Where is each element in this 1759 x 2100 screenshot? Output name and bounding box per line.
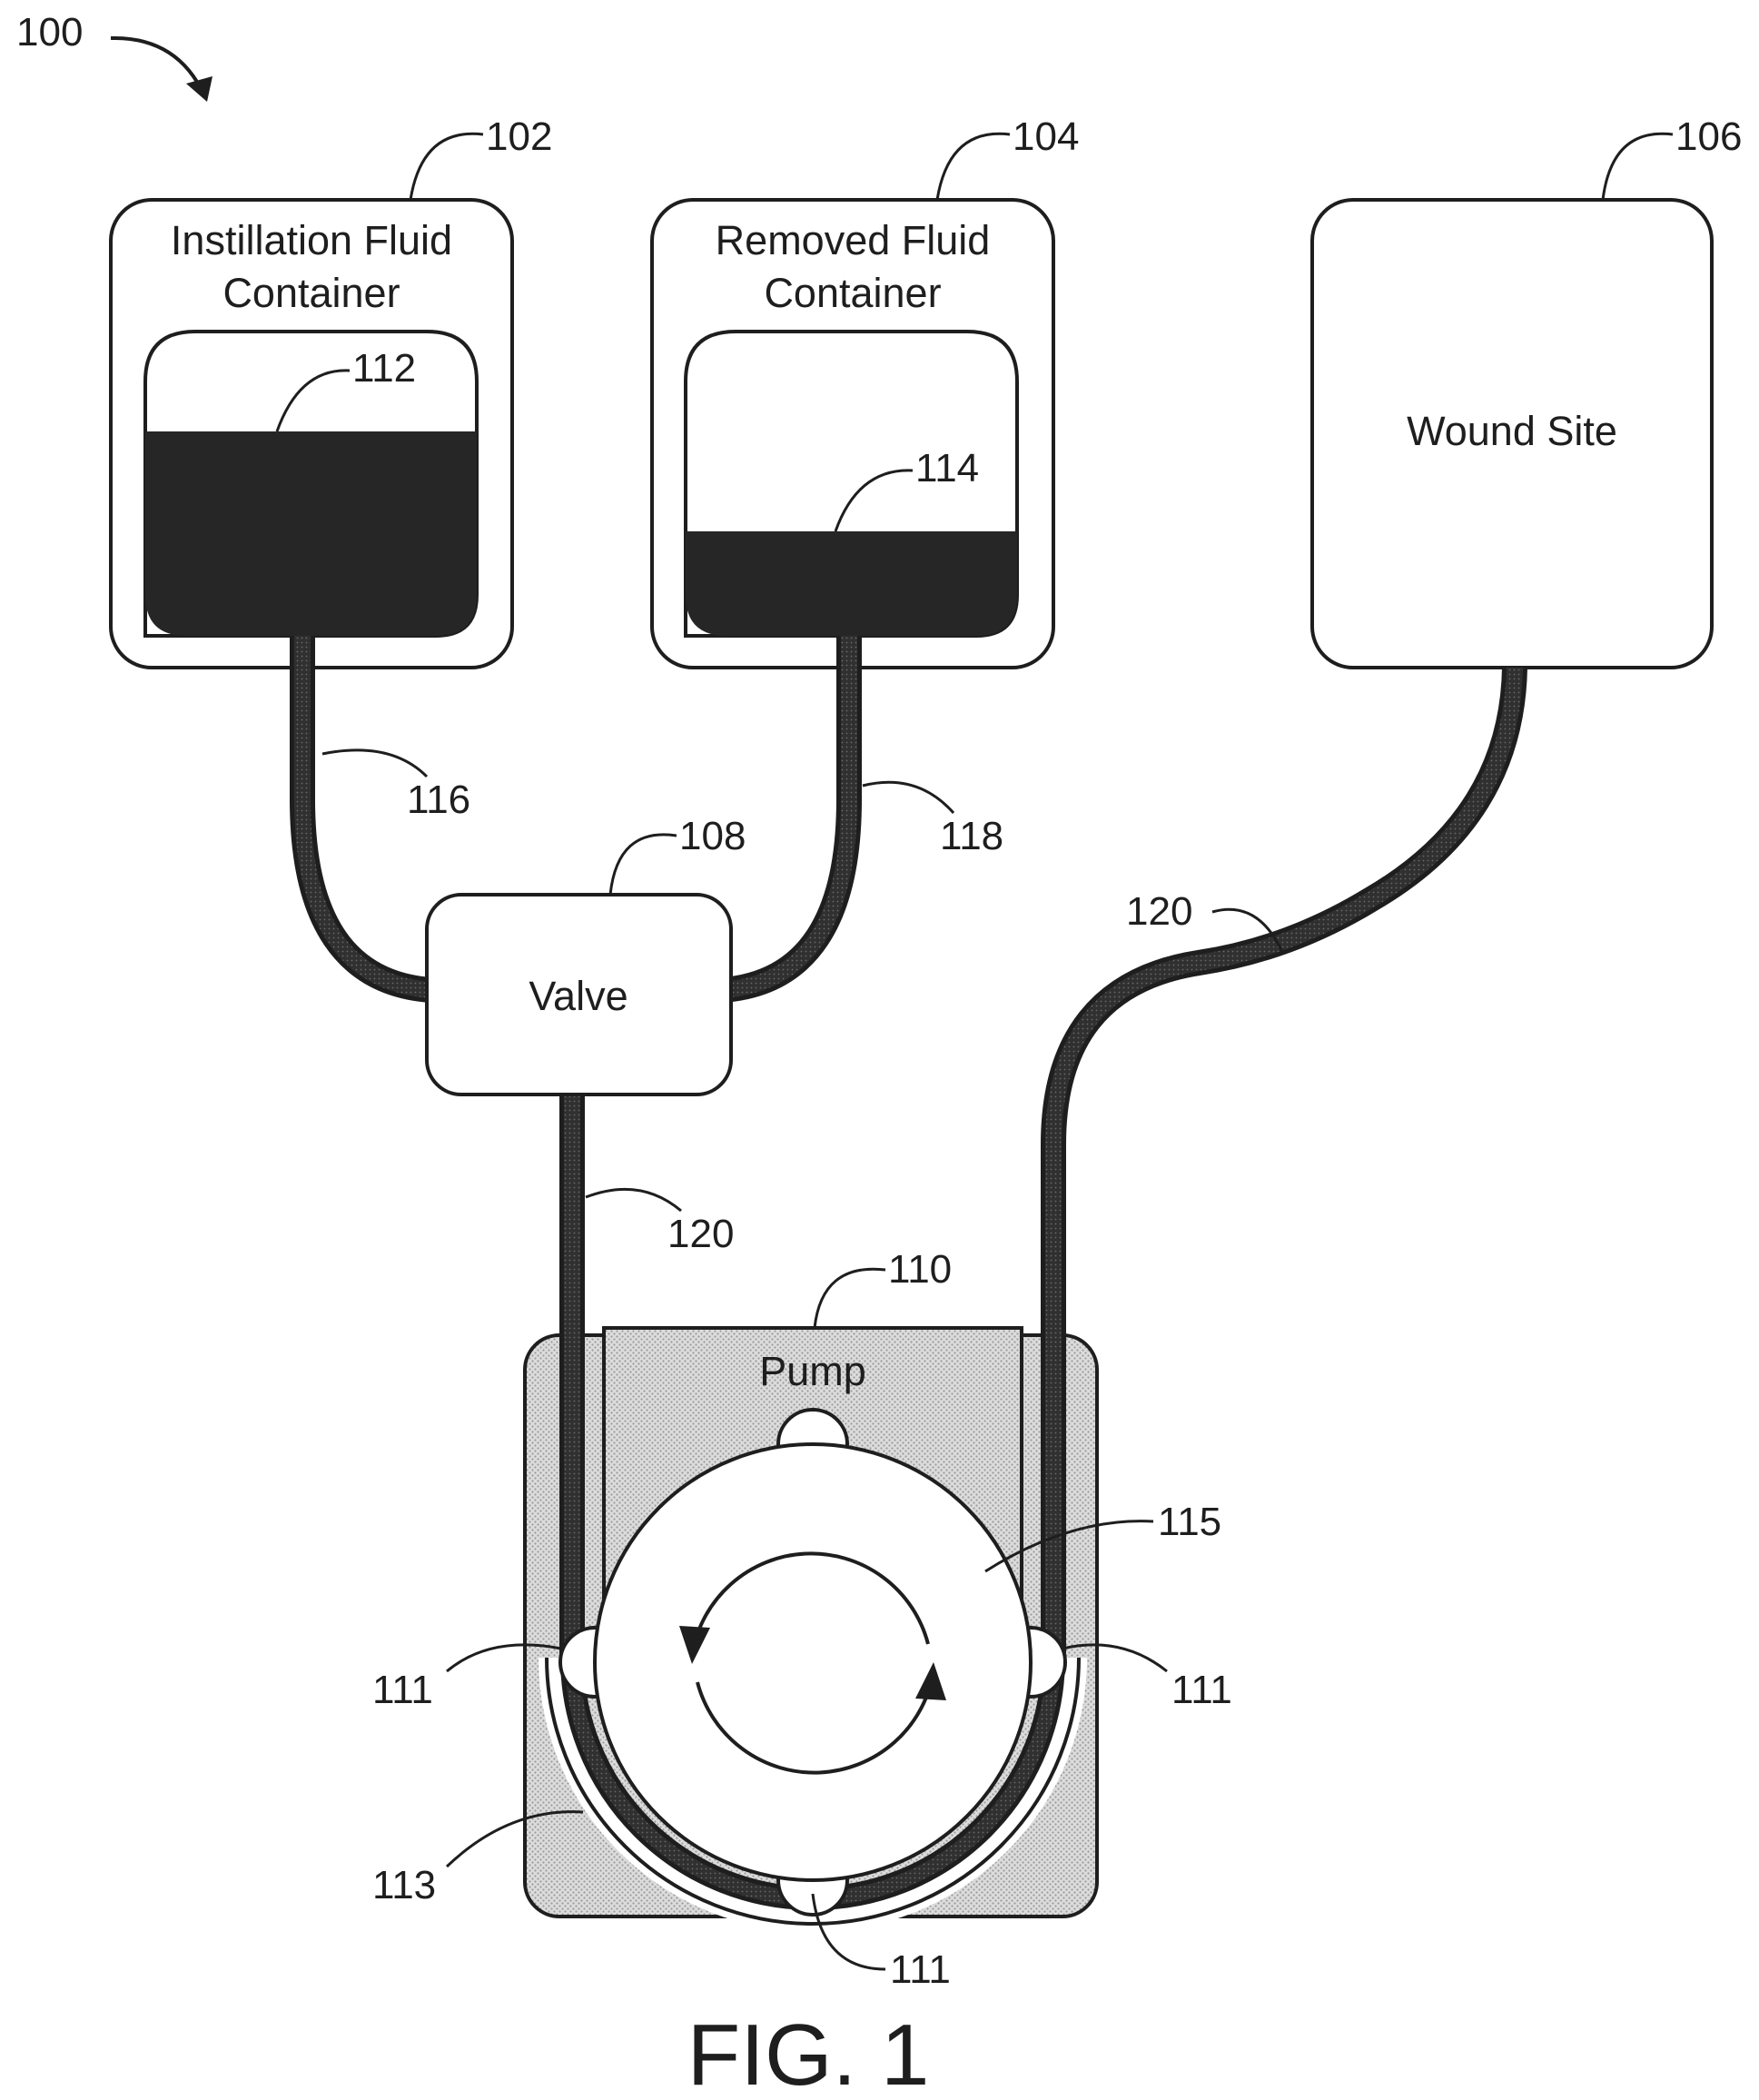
valve-ref-label: 108 xyxy=(679,814,746,858)
valve-ref-leader xyxy=(610,835,677,895)
pump-title: Pump xyxy=(759,1348,866,1394)
system-ref-arrowhead xyxy=(186,76,212,102)
tube-guide-ref-label: 113 xyxy=(372,1863,436,1907)
rotor-ref-label: 115 xyxy=(1158,1500,1221,1544)
removed-container: Removed Fluid Container 114 104 xyxy=(652,114,1079,668)
roller-bottom-ref-label: 111 xyxy=(890,1947,951,1992)
instillation-fluid xyxy=(145,431,477,636)
valve-pump-tube-ref-label: 120 xyxy=(667,1212,734,1256)
pump-wound-tube xyxy=(1053,668,1515,1662)
instillation-container: Instillation Fluid Container 112 102 xyxy=(111,114,552,668)
pump-ref-label: 110 xyxy=(888,1247,952,1292)
instillation-tube-ref-label: 116 xyxy=(407,778,470,822)
removed-container-title-line2: Container xyxy=(764,270,941,316)
roller-left-ref-label: 111 xyxy=(372,1668,433,1712)
pump-wound-tube-ref-label: 120 xyxy=(1126,889,1192,934)
wound-site: Wound Site 106 xyxy=(1312,114,1742,668)
instillation-tube-leader xyxy=(322,750,427,777)
removed-container-leader xyxy=(937,134,1010,200)
instillation-container-leader xyxy=(410,134,483,200)
pump-ref-leader xyxy=(815,1269,885,1328)
valve: Valve 108 xyxy=(427,814,746,1095)
figure-caption: FIG. 1 xyxy=(687,2006,930,2100)
removal-tube-ref-label: 118 xyxy=(940,814,1003,858)
rotor-disc xyxy=(595,1444,1031,1880)
instillation-container-ref-label: 102 xyxy=(486,114,552,159)
system-ref-label: 100 xyxy=(16,10,83,54)
removed-fluid xyxy=(686,531,1017,636)
removed-container-ref-label: 104 xyxy=(1013,114,1079,159)
valve-pump-tube-leader xyxy=(586,1189,681,1211)
removed-container-title-line1: Removed Fluid xyxy=(716,217,991,263)
instillation-fluid-ref-label: 112 xyxy=(352,346,416,391)
wound-site-title: Wound Site xyxy=(1407,408,1617,454)
pump-wound-tube-inner xyxy=(1053,668,1515,1662)
instillation-container-title-line2: Container xyxy=(222,270,400,316)
system-ref-group: 100 xyxy=(16,10,212,102)
removal-tube xyxy=(722,636,849,990)
roller-right-ref-label: 111 xyxy=(1171,1668,1232,1712)
removed-fluid-ref-label: 114 xyxy=(915,446,979,490)
wound-site-leader xyxy=(1603,134,1673,200)
removal-tube-leader xyxy=(863,782,954,813)
wound-site-ref-label: 106 xyxy=(1675,114,1742,159)
instillation-container-title-line1: Instillation Fluid xyxy=(171,217,452,263)
valve-title: Valve xyxy=(529,973,628,1019)
